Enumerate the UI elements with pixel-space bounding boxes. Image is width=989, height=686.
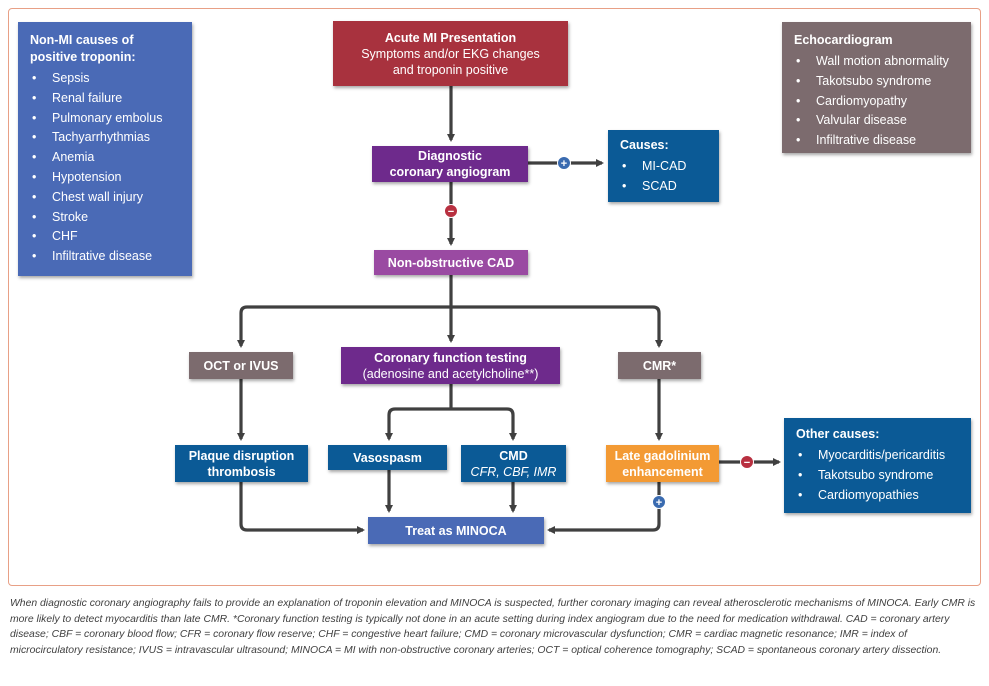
plaque-disruption-box: Plaque disruption thrombosis xyxy=(175,445,308,482)
acute-mi-presentation-box: Acute MI Presentation Symptoms and/or EK… xyxy=(333,21,568,86)
list-item: Takotsubo syndrome xyxy=(796,466,959,486)
echocardiogram-title: Echocardiogram xyxy=(794,33,893,47)
list-item: Tachyarrhythmias xyxy=(30,128,180,148)
vasospasm-box: Vasospasm xyxy=(328,445,447,470)
coronary-function-testing-box: Coronary function testing (adenosine and… xyxy=(341,347,560,384)
plus-badge-treat-label: + xyxy=(656,497,662,509)
arrow-to-cmr xyxy=(451,305,663,348)
arrow-to-cmd xyxy=(451,407,517,441)
causes-panel: Causes: MI-CAD SCAD xyxy=(608,130,719,202)
list-item: Pulmonary embolus xyxy=(30,109,180,129)
plus-badge-causes: + xyxy=(557,156,571,170)
list-item: Hypotension xyxy=(30,168,180,188)
list-item: Infiltrative disease xyxy=(30,247,180,267)
other-causes-title: Other causes: xyxy=(796,427,880,441)
oct-ivus-box: OCT or IVUS xyxy=(189,352,293,379)
list-item: Chest wall injury xyxy=(30,188,180,208)
arrow-lge-to-treat xyxy=(547,482,661,534)
list-item: Takotsubo syndrome xyxy=(794,72,959,92)
list-item: Cardiomyopathy xyxy=(794,92,959,112)
list-item: Wall motion abnormality xyxy=(794,52,959,72)
non-obstructive-cad-box: Non-obstructive CAD xyxy=(374,250,528,275)
cmr-box: CMR* xyxy=(618,352,701,379)
late-gadolinium-box: Late gadolinium enhancement xyxy=(606,445,719,482)
causes-title: Causes: xyxy=(620,138,669,152)
other-causes-panel: Other causes: Myocarditis/pericarditis T… xyxy=(784,418,971,513)
non-mi-causes-panel: Non-MI causes of positive troponin: Seps… xyxy=(18,22,192,276)
plus-badge-treat: + xyxy=(652,495,666,509)
echocardiogram-panel: Echocardiogram Wall motion abnormality T… xyxy=(782,22,971,153)
arrow-plaque-to-treat xyxy=(239,482,365,534)
list-item: SCAD xyxy=(620,177,707,197)
list-item: Stroke xyxy=(30,208,180,228)
list-item: CHF xyxy=(30,227,180,247)
diagram-frame xyxy=(8,8,981,586)
minus-badge-angiogram-label: − xyxy=(448,206,454,218)
arrow-to-vasospasm xyxy=(385,407,451,441)
acute-mi-detail-2: and troponin positive xyxy=(392,62,509,77)
minus-badge-other-causes-label: − xyxy=(744,457,750,469)
acute-mi-title: Acute MI Presentation xyxy=(384,30,517,45)
list-item: Sepsis xyxy=(30,69,180,89)
non-mi-causes-list: Sepsis Renal failure Pulmonary embolus T… xyxy=(30,69,180,267)
echocardiogram-list: Wall motion abnormality Takotsubo syndro… xyxy=(794,52,959,151)
list-item: Valvular disease xyxy=(794,111,959,131)
minus-badge-other-causes: − xyxy=(740,455,754,469)
plus-badge-causes-label: + xyxy=(561,158,567,170)
acute-mi-detail-1: Symptoms and/or EKG changes xyxy=(361,46,540,61)
arrow-to-oct xyxy=(237,305,451,348)
diagnostic-angiogram-box: Diagnostic coronary angiogram xyxy=(372,146,528,182)
other-causes-list: Myocarditis/pericarditis Takotsubo syndr… xyxy=(796,446,959,505)
list-item: Cardiomyopathies xyxy=(796,486,959,506)
non-mi-causes-title: Non-MI causes of positive troponin: xyxy=(30,33,136,64)
figure-caption: When diagnostic coronary angiography fai… xyxy=(10,598,976,656)
causes-list: MI-CAD SCAD xyxy=(620,157,707,197)
list-item: Myocarditis/pericarditis xyxy=(796,446,959,466)
list-item: Infiltrative disease xyxy=(794,131,959,151)
list-item: Anemia xyxy=(30,148,180,168)
treat-as-minoca-box: Treat as MINOCA xyxy=(368,517,544,544)
cmd-box: CMD CFR, CBF, IMR xyxy=(461,445,566,482)
flow-connectors: + − − + xyxy=(237,86,781,534)
list-item: MI-CAD xyxy=(620,157,707,177)
list-item: Renal failure xyxy=(30,89,180,109)
minus-badge-angiogram: − xyxy=(444,204,458,218)
